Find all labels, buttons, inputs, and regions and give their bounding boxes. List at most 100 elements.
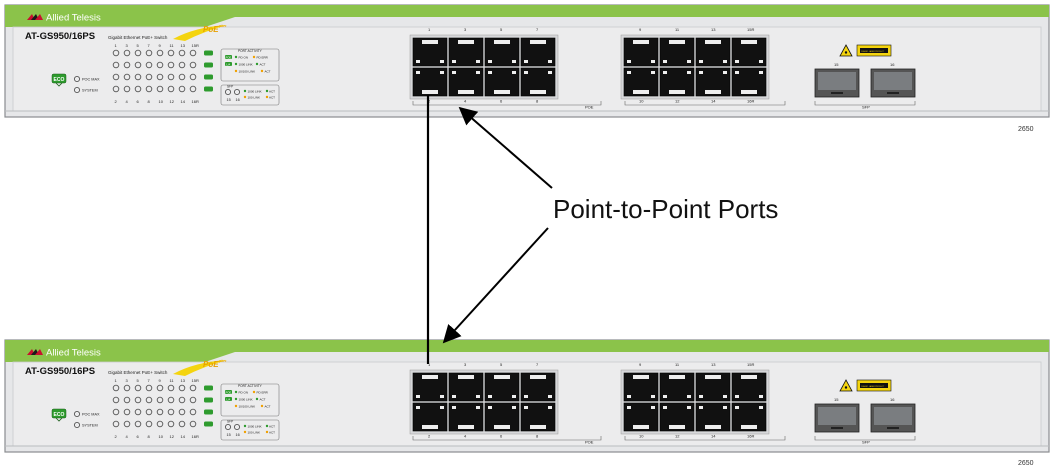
port-led-icon bbox=[145, 49, 153, 57]
sfp-number: 16 bbox=[890, 62, 895, 67]
port-led-icon bbox=[123, 408, 131, 416]
sfp-slot[interactable]: 16 bbox=[870, 62, 916, 98]
led-bottom-number: 2 bbox=[115, 99, 118, 104]
system-label: SYSTEM bbox=[82, 89, 98, 93]
switch-bottom: Allied Telesis AT-GS950/16PS Gigabit Eth… bbox=[4, 339, 1050, 453]
rj45-port[interactable] bbox=[520, 37, 556, 67]
rj45-port[interactable] bbox=[695, 37, 731, 67]
port-led-icon bbox=[178, 85, 186, 93]
act-label: ACT bbox=[260, 397, 266, 401]
sfp-slot[interactable]: 16 bbox=[870, 397, 916, 433]
rj45-port[interactable] bbox=[412, 67, 448, 97]
port-number-bottom: 2 bbox=[428, 434, 431, 439]
port-led-icon bbox=[167, 61, 175, 69]
sfp-slot[interactable]: 15 bbox=[814, 397, 860, 433]
rj45-port[interactable] bbox=[623, 372, 659, 402]
port-led-icon bbox=[167, 420, 175, 428]
rj45-port[interactable] bbox=[484, 402, 520, 432]
port-led-icon bbox=[156, 49, 164, 57]
rj45-port[interactable] bbox=[659, 67, 695, 97]
rj45-port[interactable] bbox=[448, 372, 484, 402]
sfp-act-label: ACT bbox=[269, 89, 275, 93]
brand-name: Allied Telesis bbox=[46, 13, 101, 24]
port-activity-legend: PORT ACTIVITY POE PD ON PD ERR L/A 1000 … bbox=[220, 48, 280, 82]
rj45-port[interactable] bbox=[731, 37, 767, 67]
rj45-port[interactable] bbox=[412, 37, 448, 67]
link-10-100-label: 10/100 LINK bbox=[239, 404, 256, 408]
row-tag-icon bbox=[204, 74, 213, 80]
port-led-icon bbox=[156, 408, 164, 416]
rj45-port[interactable] bbox=[659, 402, 695, 432]
poe-tag-icon bbox=[225, 55, 232, 59]
port-led-icon bbox=[134, 420, 142, 428]
sfp-act-label-2: ACT bbox=[269, 95, 275, 99]
led-bottom-number: 16R bbox=[192, 434, 199, 439]
port-led-icon bbox=[134, 85, 142, 93]
port-number-bottom: 16R bbox=[747, 434, 754, 439]
rj45-port[interactable] bbox=[731, 372, 767, 402]
rj45-port[interactable] bbox=[695, 372, 731, 402]
rj45-port[interactable] bbox=[520, 402, 556, 432]
led-top-number: 9 bbox=[159, 378, 162, 383]
led-top-number: 13 bbox=[181, 43, 186, 48]
eco-button[interactable]: ECO bbox=[51, 73, 67, 87]
port-led-icon bbox=[123, 396, 131, 404]
sfp-group-label: SFP bbox=[862, 105, 870, 110]
sfp-slot[interactable]: 15 bbox=[814, 62, 860, 98]
rj45-port[interactable] bbox=[412, 402, 448, 432]
eco-button[interactable]: ECO bbox=[51, 408, 67, 422]
poe-group-label: POE bbox=[585, 105, 594, 110]
figure-number-top: 2650 bbox=[1018, 126, 1034, 133]
port-led-icon bbox=[167, 408, 175, 416]
port-activity-legend: PORT ACTIVITY POE PD ON PD ERR L/A 1000 … bbox=[220, 383, 280, 417]
port-led-icon bbox=[112, 420, 120, 428]
port-led-icon bbox=[123, 73, 131, 81]
poe-plus-logo-icon: PoE plus bbox=[173, 358, 227, 376]
laser-label: CLASS 1 LASER PRODUCT bbox=[861, 50, 885, 53]
sfp-legend-num-15: 15 bbox=[227, 433, 231, 437]
port-led-icon bbox=[112, 384, 120, 392]
led-top-number: 11 bbox=[170, 378, 175, 383]
pd-on-label: PD ON bbox=[239, 55, 249, 59]
figure-number-bottom: 2650 bbox=[1018, 460, 1034, 467]
rj45-port[interactable] bbox=[448, 37, 484, 67]
port-number-top: 9 bbox=[639, 362, 642, 367]
port-led-grid bbox=[112, 384, 213, 428]
port-number-top: 13 bbox=[711, 362, 716, 367]
rj45-port[interactable] bbox=[623, 37, 659, 67]
sfp-number: 16 bbox=[890, 397, 895, 402]
act-label: ACT bbox=[260, 62, 266, 66]
pd-on-label: PD ON bbox=[239, 390, 249, 394]
poe-tag-label: POE bbox=[226, 55, 232, 59]
led-bottom-number: 10 bbox=[159, 99, 164, 104]
rj45-port[interactable] bbox=[659, 37, 695, 67]
rj45-port[interactable] bbox=[695, 402, 731, 432]
rj45-port[interactable] bbox=[520, 67, 556, 97]
rj45-port[interactable] bbox=[731, 402, 767, 432]
rj45-port[interactable] bbox=[484, 37, 520, 67]
port-activity-title: PORT ACTIVITY bbox=[238, 384, 263, 388]
poe-logo-super: plus bbox=[218, 23, 226, 28]
rj45-port[interactable] bbox=[448, 67, 484, 97]
rj45-port[interactable] bbox=[484, 372, 520, 402]
port-number-bottom: 8 bbox=[536, 99, 539, 104]
led-top-number: 13 bbox=[181, 378, 186, 383]
port-led-icon bbox=[112, 73, 120, 81]
port-led-icon bbox=[134, 384, 142, 392]
rj45-port[interactable] bbox=[623, 67, 659, 97]
port-number-top: 7 bbox=[536, 27, 539, 32]
rj45-port[interactable] bbox=[623, 402, 659, 432]
rj45-port[interactable] bbox=[731, 67, 767, 97]
led-bottom-number: 6 bbox=[137, 434, 140, 439]
rj45-port[interactable] bbox=[659, 372, 695, 402]
port-led-icon bbox=[189, 384, 197, 392]
rj45-port[interactable] bbox=[695, 67, 731, 97]
rj45-port[interactable] bbox=[412, 372, 448, 402]
rj45-port[interactable] bbox=[520, 372, 556, 402]
port-led-icon bbox=[189, 420, 197, 428]
rj45-port[interactable] bbox=[484, 67, 520, 97]
poc-max-led-icon bbox=[73, 410, 81, 418]
rj45-port[interactable] bbox=[448, 402, 484, 432]
